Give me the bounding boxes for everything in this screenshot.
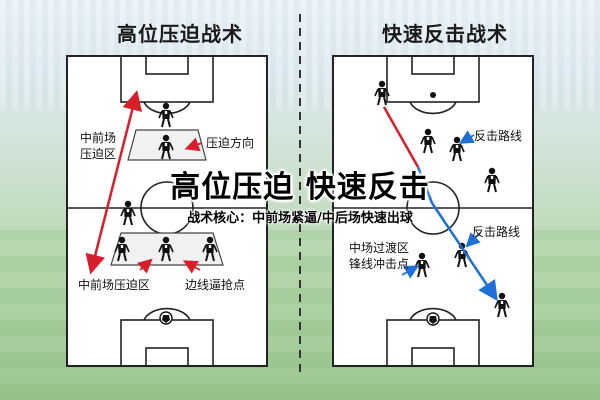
top-goal-box: [145, 55, 189, 75]
label-counter-route-bottom: 反击路线: [472, 225, 521, 239]
label-midfield-press-zone: 中前场 压迫区: [80, 131, 117, 161]
label-counter-route-top: 反击路线: [474, 129, 523, 143]
top-goal-box: [411, 55, 455, 75]
label-press-direction: 压迫方向: [206, 136, 255, 150]
right-pitch-diagram: [332, 55, 534, 367]
right-panel-title: 快速反击战术: [382, 22, 508, 46]
banner-subtitle: 战术核心：中前场紧逼/中后场快速出球: [187, 211, 413, 226]
left-pitch-diagram: [66, 55, 268, 367]
label-sideline-trap: 边线逼抢点: [185, 278, 246, 292]
banner-title: 高位压迫 快速反击: [170, 170, 430, 205]
press-arrow: [85, 90, 142, 275]
label-midfield-press-zone-bottom: 中前场压迫区: [78, 278, 151, 292]
bottom-goal-box: [411, 347, 455, 367]
bottom-goal-box: [145, 347, 189, 367]
counter-route-blue: [430, 202, 498, 302]
ball-icon: [430, 92, 436, 98]
panel-divider: [299, 14, 301, 374]
label-midfield-transition: 中场过渡区 锋线冲击点: [349, 241, 410, 271]
center-circle: [406, 181, 460, 235]
left-panel-title: 高位压迫战术: [117, 22, 243, 46]
counter-route-red: [382, 106, 420, 168]
